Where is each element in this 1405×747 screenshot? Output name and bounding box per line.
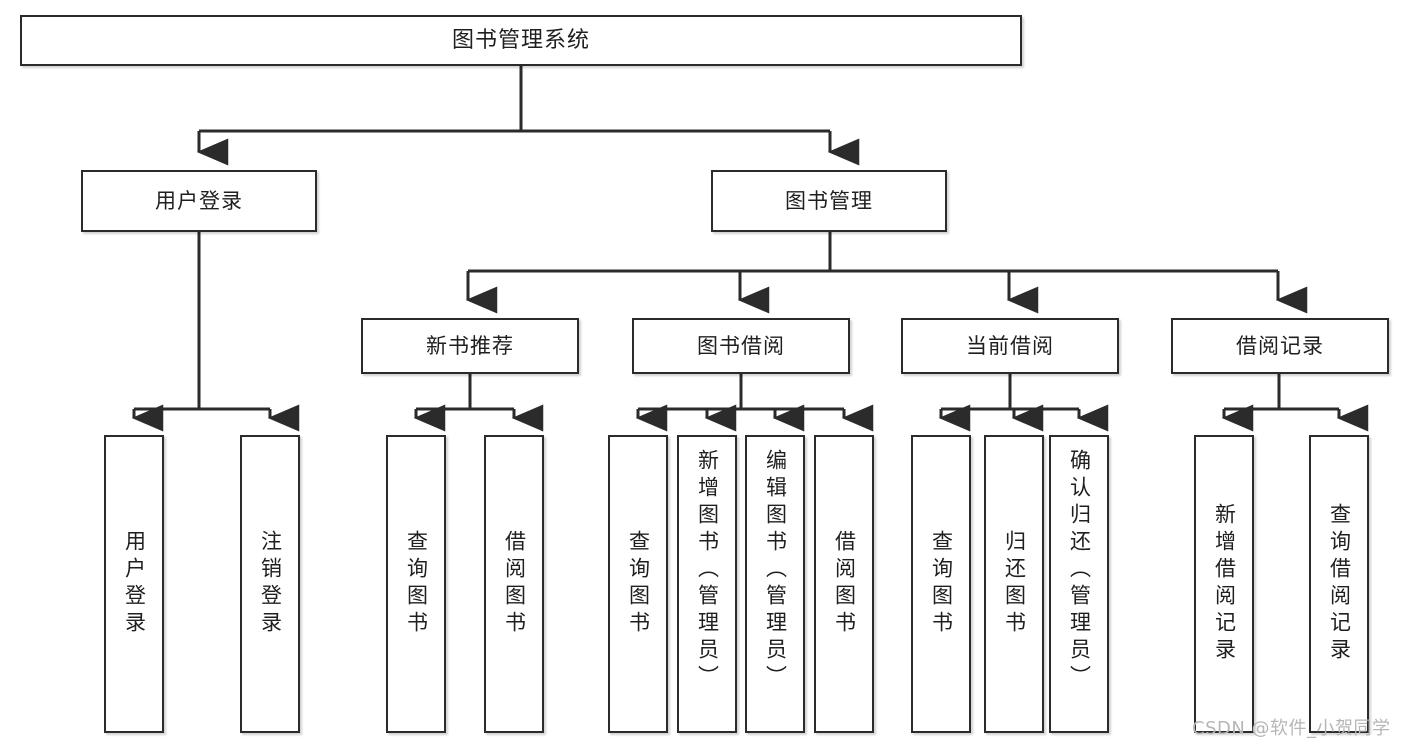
edge-root-to-level2 [196,66,860,166]
node-leaf-query-book-3-label: 查询图书 [929,530,954,638]
node-leaf-user-login[interactable]: 用户登录 [104,435,164,733]
node-new-book-rec-label: 新书推荐 [426,333,514,358]
node-leaf-add-book[interactable]: 新增图书（管理员） [677,435,737,733]
node-current-borrow-label: 当前借阅 [966,333,1054,358]
node-leaf-query-record[interactable]: 查询借阅记录 [1309,435,1369,733]
node-leaf-query-book-1-label: 查询图书 [404,530,429,638]
edge-userlogin-to-leaves [131,232,300,432]
edge-currentborrow-to-leaves [938,374,1109,432]
node-user-login[interactable]: 用户登录 [81,170,317,232]
node-leaf-user-logout[interactable]: 注销登录 [240,435,300,733]
node-leaf-borrow-book-1-label: 借阅图书 [502,530,527,638]
node-leaf-query-book-3[interactable]: 查询图书 [911,435,971,733]
node-leaf-query-book-1[interactable]: 查询图书 [386,435,446,733]
node-book-borrow-label: 图书借阅 [697,333,785,358]
node-root[interactable]: 图书管理系统 [20,15,1022,66]
node-book-manage-label: 图书管理 [785,188,873,213]
csdn-watermark: CSDN @软件_小贺同学 [1192,718,1391,739]
edge-borrowrecord-to-leaves [1221,374,1369,432]
node-leaf-edit-book-label: 编辑图书（管理员） [763,449,788,692]
node-leaf-borrow-book-2-label: 借阅图书 [832,530,857,638]
edge-newbookrec-to-leaves [413,374,544,432]
node-leaf-edit-book[interactable]: 编辑图书（管理员） [745,435,805,733]
node-new-book-rec[interactable]: 新书推荐 [361,318,579,374]
node-borrow-record[interactable]: 借阅记录 [1171,318,1389,374]
node-leaf-user-logout-label: 注销登录 [258,530,283,638]
node-leaf-borrow-book-2[interactable]: 借阅图书 [814,435,874,733]
node-leaf-add-record[interactable]: 新增借阅记录 [1194,435,1254,733]
node-leaf-query-record-label: 查询借阅记录 [1327,503,1352,665]
node-leaf-query-book-2-label: 查询图书 [626,530,651,638]
node-leaf-return-book[interactable]: 归还图书 [984,435,1044,733]
node-root-label: 图书管理系统 [451,27,590,53]
node-leaf-add-record-label: 新增借阅记录 [1212,503,1237,665]
node-leaf-user-login-label: 用户登录 [122,530,147,638]
node-leaf-query-book-2[interactable]: 查询图书 [608,435,668,733]
node-leaf-confirm-return-label: 确认归还（管理员） [1067,449,1092,692]
node-book-borrow[interactable]: 图书借阅 [632,318,850,374]
node-current-borrow[interactable]: 当前借阅 [901,318,1119,374]
node-book-manage[interactable]: 图书管理 [711,170,947,232]
edge-bookborrow-to-leaves [635,374,874,432]
node-leaf-borrow-book-1[interactable]: 借阅图书 [484,435,544,733]
node-leaf-add-book-label: 新增图书（管理员） [695,449,720,692]
node-leaf-confirm-return[interactable]: 确认归还（管理员） [1049,435,1109,733]
node-borrow-record-label: 借阅记录 [1236,333,1324,358]
node-leaf-return-book-label: 归还图书 [1002,530,1027,638]
node-user-login-label: 用户登录 [155,188,243,213]
edge-bookmanage-to-level3 [465,232,1308,314]
